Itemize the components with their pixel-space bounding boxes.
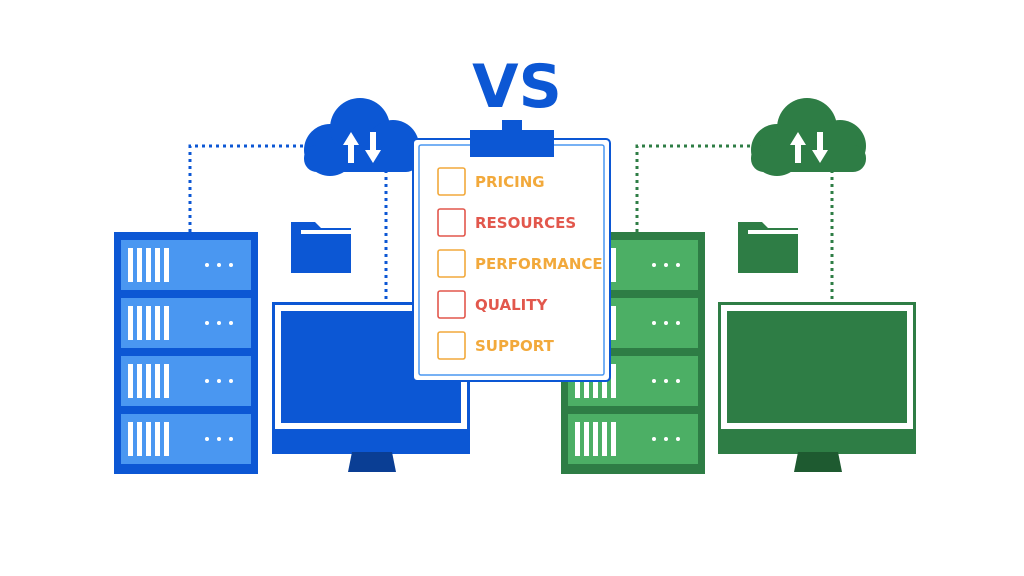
checklist-item-label: SUPPORT <box>475 337 555 355</box>
left-server-vent <box>164 306 169 340</box>
left-server-indicator <box>217 379 221 383</box>
left-server-vent <box>155 422 160 456</box>
left-server-vent <box>155 306 160 340</box>
left-server-unit <box>121 240 251 290</box>
left-server-indicator <box>205 321 209 325</box>
checklist-item: PRICING <box>437 167 545 196</box>
left-server-vent <box>137 248 142 282</box>
left-server-indicator <box>229 379 233 383</box>
right-server-indicator <box>664 263 668 267</box>
clipboard-clip <box>470 120 554 157</box>
right-server-vent <box>602 422 607 456</box>
checkbox[interactable] <box>437 249 466 278</box>
left-server-indicator <box>205 437 209 441</box>
right-server-indicator <box>676 321 680 325</box>
right-monitor-icon <box>718 302 916 472</box>
right-server-vent <box>611 422 616 456</box>
right-server-indicator <box>652 437 656 441</box>
left-server-vent <box>137 364 142 398</box>
checklist-clipboard: PRICING RESOURCES PERFORMANCE QUALITY SUPPOR… <box>412 120 611 382</box>
checkbox[interactable] <box>437 331 466 360</box>
checklist-item: QUALITY <box>437 290 548 319</box>
left-server-vent <box>164 422 169 456</box>
right-server-vent <box>611 306 616 340</box>
right-server-indicator <box>676 263 680 267</box>
right-server-indicator <box>676 437 680 441</box>
right-server-vent <box>611 248 616 282</box>
left-cloud-icon <box>304 98 419 176</box>
left-server-vent <box>137 306 142 340</box>
left-server-vent <box>137 422 142 456</box>
checkbox[interactable] <box>437 167 466 196</box>
left-server-vent <box>146 248 151 282</box>
left-server-indicator <box>217 321 221 325</box>
right-server-indicator <box>664 437 668 441</box>
left-server-vent <box>155 248 160 282</box>
checklist-item: SUPPORT <box>437 331 555 360</box>
right-upload-download-icon <box>790 132 828 163</box>
right-infrastructure-group <box>561 98 916 474</box>
right-server-indicator <box>676 379 680 383</box>
left-server-unit <box>121 356 251 406</box>
left-server-vent <box>164 364 169 398</box>
vs-heading: VS <box>472 52 562 122</box>
checklist-item: PERFORMANCE <box>437 249 603 278</box>
right-server-indicator <box>652 379 656 383</box>
checklist-item-label: QUALITY <box>475 296 548 314</box>
right-server-cloud-connector <box>635 144 752 232</box>
left-server-rack <box>114 232 258 474</box>
left-server-indicator <box>205 379 209 383</box>
left-server-vent <box>146 422 151 456</box>
left-folder-icon <box>291 222 351 273</box>
left-server-vent <box>146 306 151 340</box>
left-server-indicator <box>229 437 233 441</box>
right-server-indicator <box>652 321 656 325</box>
left-server-vent <box>128 306 133 340</box>
left-server-vent <box>128 364 133 398</box>
left-upload-download-icon <box>343 132 381 163</box>
right-server-vent <box>593 422 598 456</box>
checklist: PRICING RESOURCES PERFORMANCE QUALITY SUPPOR… <box>437 167 603 360</box>
left-server-unit <box>121 414 251 464</box>
right-server-indicator <box>664 321 668 325</box>
right-folder-icon <box>738 222 798 273</box>
right-server-vent <box>611 364 616 398</box>
right-server-indicator <box>664 379 668 383</box>
checklist-item: RESOURCES <box>437 208 576 237</box>
right-cloud-icon <box>751 98 866 176</box>
left-server-indicator <box>217 263 221 267</box>
checkbox[interactable] <box>437 208 466 237</box>
checklist-item-label: PRICING <box>475 173 545 191</box>
left-server-vent <box>128 422 133 456</box>
left-server-vent <box>146 364 151 398</box>
left-server-indicator <box>205 263 209 267</box>
left-server-vent <box>128 248 133 282</box>
left-server-vent <box>155 364 160 398</box>
right-server-indicator <box>652 263 656 267</box>
left-server-indicator <box>229 321 233 325</box>
left-server-unit <box>121 298 251 348</box>
checklist-item-label: RESOURCES <box>475 214 576 232</box>
left-server-vent <box>164 248 169 282</box>
checkbox[interactable] <box>437 290 466 319</box>
checklist-item-label: PERFORMANCE <box>475 255 603 273</box>
right-server-unit <box>568 414 698 464</box>
left-server-indicator <box>217 437 221 441</box>
right-server-vent <box>584 422 589 456</box>
right-server-vent <box>575 422 580 456</box>
left-server-cloud-connector <box>188 144 305 232</box>
left-server-indicator <box>229 263 233 267</box>
